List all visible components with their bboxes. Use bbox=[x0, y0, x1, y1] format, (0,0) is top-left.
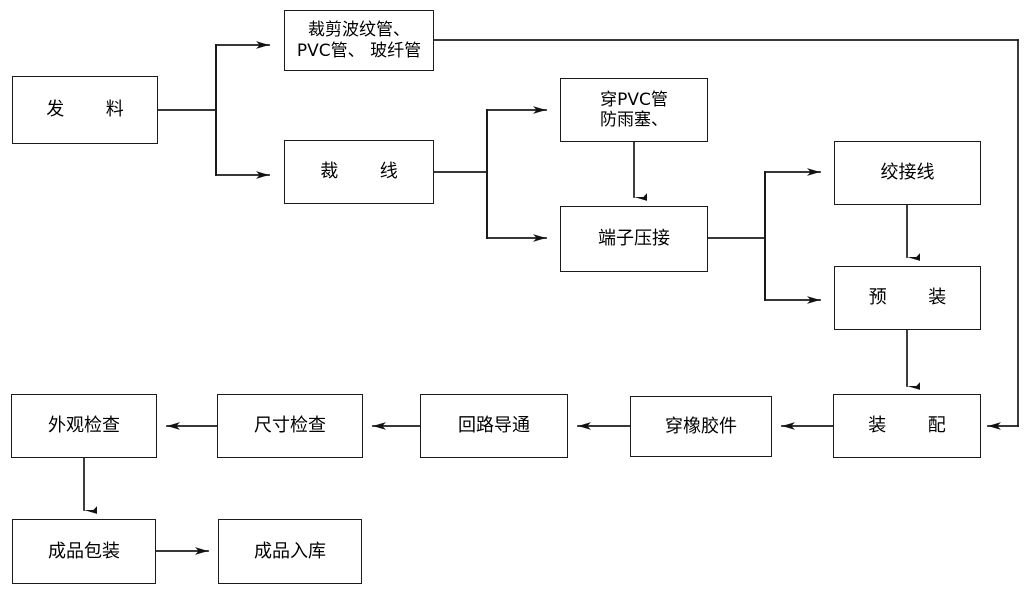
node-chuanpvc[interactable]: 穿PVC管 防雨塞、 bbox=[560, 78, 708, 142]
node-caijian-label-line2: PVC管、 玻纤管 bbox=[296, 40, 422, 61]
node-fali-label: 发 料 bbox=[46, 99, 134, 121]
node-jiaojie-label: 绞接线 bbox=[880, 162, 935, 184]
node-duanzi[interactable]: 端子压接 bbox=[560, 206, 708, 272]
node-chuanpvc-label-line1: 穿PVC管 bbox=[600, 89, 668, 110]
node-huilu[interactable]: 回路导通 bbox=[420, 394, 568, 458]
node-caixian[interactable]: 裁 线 bbox=[284, 140, 434, 204]
node-yuzhuang-label: 预 装 bbox=[868, 287, 957, 309]
node-duanzi-label: 端子压接 bbox=[598, 228, 670, 250]
node-baozhuang-label: 成品包装 bbox=[48, 540, 120, 562]
node-chuanxiang[interactable]: 穿橡胶件 bbox=[630, 396, 772, 457]
node-caixian-label: 裁 线 bbox=[320, 161, 408, 183]
node-chuanxiang-label: 穿橡胶件 bbox=[665, 415, 737, 437]
node-ruku-label: 成品入库 bbox=[254, 540, 326, 562]
node-zhuangpei[interactable]: 装 配 bbox=[833, 394, 981, 458]
node-baozhuang[interactable]: 成品包装 bbox=[12, 519, 156, 584]
node-zhuangpei-label: 装 配 bbox=[868, 415, 956, 437]
node-fali[interactable]: 发 料 bbox=[12, 76, 158, 144]
node-huilu-label: 回路导通 bbox=[458, 415, 530, 437]
node-caijian-label-line1: 裁剪波纹管、 bbox=[308, 20, 410, 41]
node-jiaojie[interactable]: 绞接线 bbox=[834, 141, 981, 205]
node-caijian[interactable]: 裁剪波纹管、 PVC管、 玻纤管 bbox=[284, 10, 434, 71]
node-ruku[interactable]: 成品入库 bbox=[218, 519, 362, 584]
node-chicun-label: 尺寸检查 bbox=[254, 415, 326, 437]
node-waiguan-label: 外观检查 bbox=[48, 415, 120, 437]
node-chuanpvc-label-line2: 防雨塞、 bbox=[600, 110, 668, 130]
node-yuzhuang[interactable]: 预 装 bbox=[834, 266, 981, 330]
node-chicun[interactable]: 尺寸检查 bbox=[217, 394, 363, 458]
node-waiguan[interactable]: 外观检查 bbox=[11, 394, 157, 458]
